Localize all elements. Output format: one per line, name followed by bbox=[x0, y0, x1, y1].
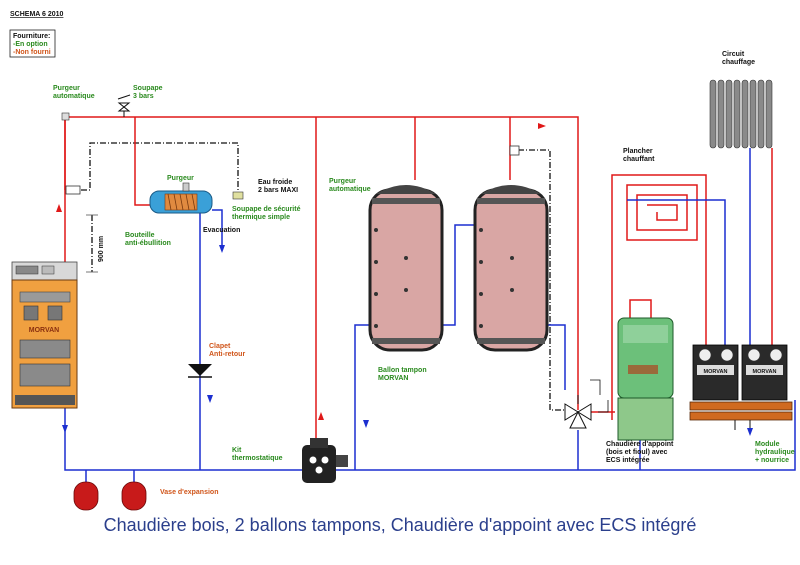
svg-text:900 mm: 900 mm bbox=[98, 236, 105, 262]
label-kit-b: thermostatique bbox=[232, 455, 283, 462]
legend-title: Fourniture: bbox=[13, 33, 50, 40]
svg-text:MORVAN: MORVAN bbox=[753, 369, 777, 375]
label-purgeur-auto-1b: automatique bbox=[53, 93, 95, 100]
tank-sensor-box bbox=[509, 145, 520, 156]
label-soupape-a: Soupape bbox=[133, 85, 163, 92]
label-purgeur-auto-1a: Purgeur bbox=[53, 85, 80, 92]
wood-boiler: MORVAN bbox=[11, 261, 78, 409]
backup-boiler bbox=[617, 317, 674, 441]
label-plancher-b: chauffant bbox=[623, 156, 655, 163]
label-ballon-a: Ballon tampon bbox=[378, 367, 427, 374]
label-module-a: Module bbox=[755, 441, 780, 448]
label-circuit-b: chauffage bbox=[722, 59, 755, 66]
label-purgeur-auto-2b: automatique bbox=[329, 186, 371, 193]
flow-arrows bbox=[62, 395, 369, 433]
label-circuit-a: Circuit bbox=[722, 51, 745, 58]
schema-label: SCHEMA 6 2010 bbox=[10, 11, 64, 18]
check-valve-icon bbox=[188, 364, 212, 378]
safety-valve-icon bbox=[117, 94, 131, 117]
thermostatic-kit bbox=[302, 438, 348, 483]
label-purgeur: Purgeur bbox=[167, 175, 194, 182]
label-eau-froide-b: 2 bars MAXI bbox=[258, 187, 298, 194]
label-ballon-b: MORVAN bbox=[378, 375, 408, 382]
label-bouteille-a: Bouteille bbox=[125, 232, 155, 239]
label-soupape-securite-b: thermique simple bbox=[232, 214, 290, 221]
label-eau-froide-a: Eau froide bbox=[258, 179, 292, 186]
caption: Chaudière bois, 2 ballons tampons, Chaud… bbox=[104, 515, 697, 535]
expansion-vessels bbox=[73, 470, 147, 511]
manifold bbox=[689, 401, 793, 430]
height-dimension: 900 mm bbox=[86, 214, 105, 273]
label-bouteille-b: anti-ébullition bbox=[125, 240, 171, 247]
label-chaudiere-c: ECS intégrée bbox=[606, 457, 650, 464]
legend-option: -En option bbox=[13, 41, 48, 48]
buffer-tank-2 bbox=[473, 185, 549, 352]
label-module-c: + nourrice bbox=[755, 457, 789, 464]
legend-box bbox=[9, 29, 56, 58]
label-plancher-a: Plancher bbox=[623, 148, 653, 155]
evacuation-arrow bbox=[219, 245, 225, 253]
label-module-b: hydraulique bbox=[755, 449, 795, 456]
buffer-tank-1 bbox=[368, 185, 444, 352]
cold-pipes bbox=[64, 148, 796, 471]
hydraulic-module-1: MORVAN bbox=[692, 344, 739, 401]
label-chaudiere-b: (bois et fioul) avec bbox=[606, 449, 668, 456]
anti-boiling-bottle bbox=[149, 182, 244, 214]
flow-arrows-hot bbox=[56, 123, 546, 420]
label-vase: Vase d'expansion bbox=[160, 489, 218, 496]
svg-text:MORVAN: MORVAN bbox=[29, 327, 59, 334]
label-purgeur-auto-2a: Purgeur bbox=[329, 178, 356, 185]
tank-sensors bbox=[374, 228, 514, 328]
label-clapet-a: Clapet bbox=[209, 343, 231, 350]
legend-non-fourni: -Non fourni bbox=[13, 49, 51, 56]
label-chaudiere-a: Chaudière d'appoint bbox=[606, 441, 674, 448]
label-kit-a: Kit bbox=[232, 447, 242, 454]
dashed-pipes bbox=[70, 142, 565, 411]
radiator-icon bbox=[709, 79, 773, 149]
label-evacuation: Evacuation bbox=[203, 227, 240, 234]
label-clapet-b: Anti-retour bbox=[209, 351, 245, 358]
label-soupape-b: 3 bars bbox=[133, 93, 154, 100]
three-way-valve bbox=[564, 379, 609, 429]
module-arrows bbox=[747, 428, 753, 436]
svg-text:MORVAN: MORVAN bbox=[704, 369, 728, 375]
label-soupape-securite-a: Soupape de sécurité bbox=[232, 206, 301, 213]
hydraulic-module-2: MORVAN bbox=[741, 344, 788, 401]
air-vent-left bbox=[61, 112, 81, 195]
